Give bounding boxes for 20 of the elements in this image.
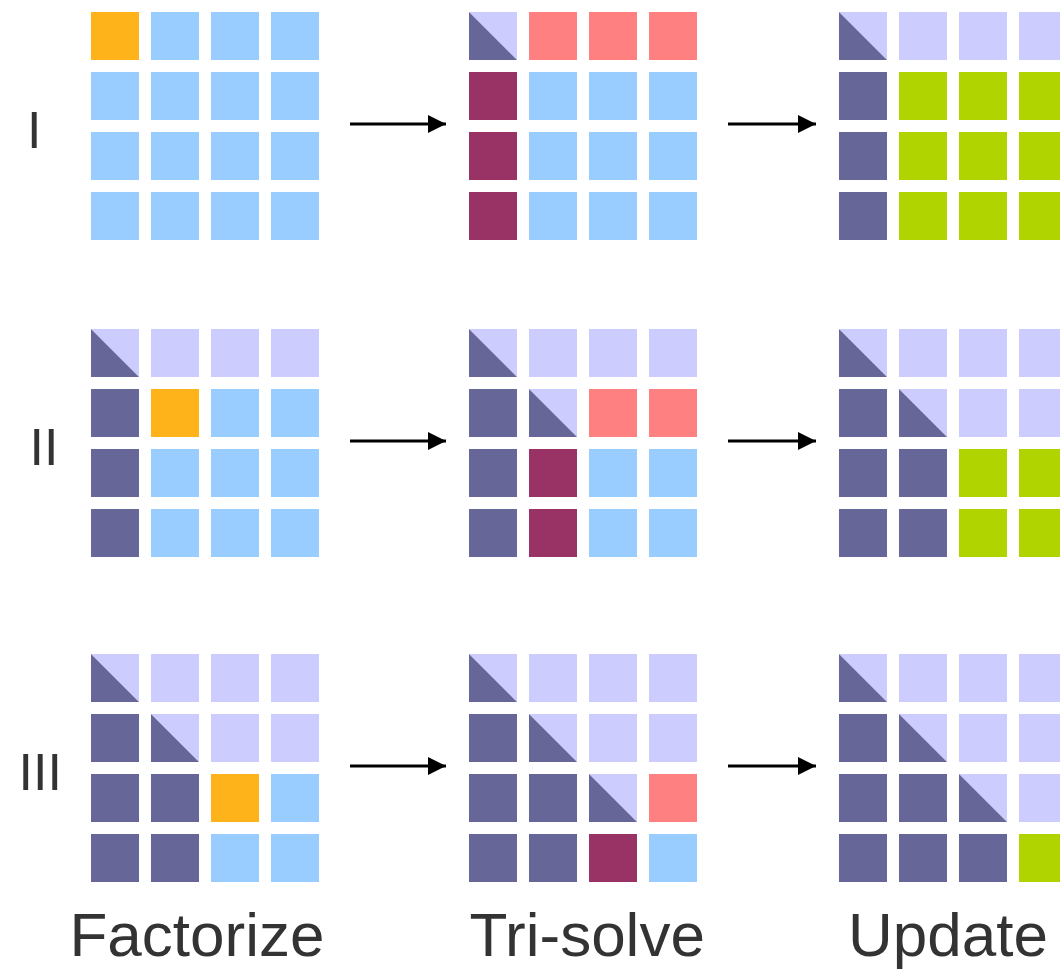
row-label: I (27, 104, 42, 156)
row-label: III (18, 746, 62, 798)
arrow (350, 115, 446, 133)
block-matrix-drawing (839, 12, 1060, 240)
arrow (350, 757, 446, 775)
column-label: Factorize (69, 904, 325, 966)
arrow (728, 432, 816, 450)
block-matrix-drawing (91, 654, 319, 882)
block-matrix-drawing (91, 329, 319, 557)
block-matrix-drawing (469, 654, 697, 882)
arrow (728, 757, 816, 775)
block-matrix-drawing (91, 12, 319, 240)
arrow (350, 432, 446, 450)
arrow (728, 115, 816, 133)
column-label: Tri-solve (469, 904, 705, 966)
block-matrix-drawing (839, 329, 1060, 557)
row-label: II (29, 421, 59, 473)
block-matrix-drawing (469, 12, 697, 240)
block-matrix-drawing (469, 329, 697, 557)
block-matrix-drawing (839, 654, 1060, 882)
